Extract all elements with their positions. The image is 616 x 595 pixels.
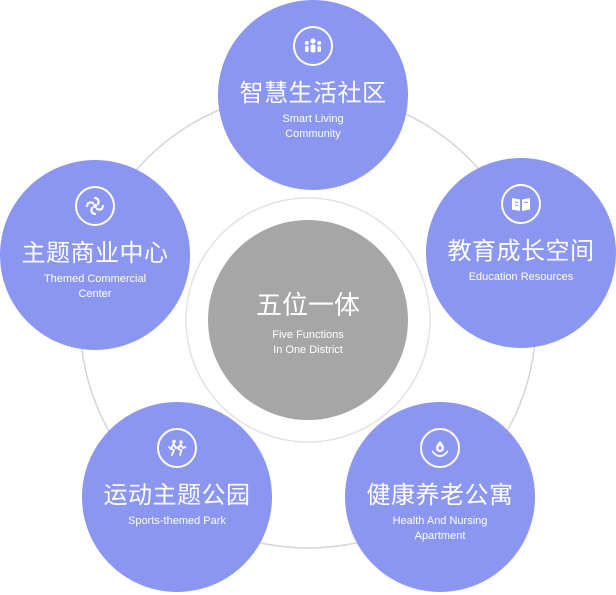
- node-health-subtitle-line1: Health And Nursing: [392, 515, 488, 527]
- node-community-title: 智慧生活社区: [239, 79, 387, 107]
- node-community-subtitle: Smart Living Community: [236, 112, 390, 142]
- node-community: 智慧生活社区 Smart Living Community: [218, 0, 408, 190]
- node-health-title: 健康养老公寓: [366, 481, 514, 509]
- node-education-subtitle-line1: Education Resources: [468, 271, 574, 283]
- center-title: 五位一体: [255, 291, 360, 321]
- node-sports-subtitle-line1: Sports-themed Park: [128, 515, 226, 527]
- node-sports-title: 运动主题公园: [103, 481, 251, 509]
- node-health-subtitle: Health And Nursing Apartment: [363, 514, 517, 544]
- node-health-subtitle-line2: Apartment: [414, 530, 466, 542]
- node-commercial-subtitle: Themed Commercial Center: [18, 272, 172, 302]
- center-subtitle-line1: Five Functions: [272, 329, 344, 341]
- node-sports-subtitle: Sports-themed Park: [100, 514, 254, 529]
- book-icon: [501, 184, 541, 224]
- node-commercial-subtitle-line2: Center: [78, 288, 112, 300]
- center-subtitle: Five Functions In One District: [228, 328, 388, 358]
- swirl-icon: [75, 186, 115, 226]
- center-subtitle-line2: In One District: [273, 344, 343, 356]
- node-education: 教育成长空间 Education Resources: [426, 158, 616, 348]
- node-sports: 运动主题公园 Sports-themed Park: [82, 402, 272, 592]
- care-icon: [420, 428, 460, 468]
- node-community-subtitle-line2: Community: [285, 128, 341, 140]
- node-community-subtitle-line1: Smart Living: [282, 113, 344, 125]
- node-education-subtitle: Education Resources: [444, 270, 598, 285]
- running-icon: [157, 428, 197, 468]
- node-commercial-title: 主题商业中心: [21, 239, 169, 267]
- center-circle: 五位一体 Five Functions In One District: [208, 220, 408, 420]
- inner-ring: [185, 197, 431, 443]
- node-commercial: 主题商业中心 Themed Commercial Center: [0, 160, 190, 350]
- node-health: 健康养老公寓 Health And Nursing Apartment: [345, 402, 535, 592]
- people-icon: [293, 26, 333, 66]
- node-education-title: 教育成长空间: [447, 237, 595, 265]
- node-commercial-subtitle-line1: Themed Commercial: [43, 273, 147, 285]
